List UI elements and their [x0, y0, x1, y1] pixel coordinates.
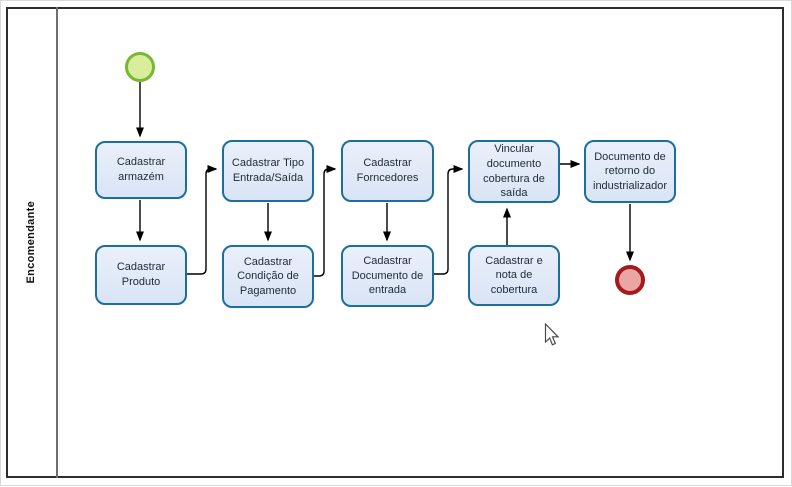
task-cadastrar-documento-entrada[interactable]: Cadastrar Documento de entrada: [341, 245, 434, 307]
task-cadastrar-tipo-entrada-saida[interactable]: Cadastrar Tipo Entrada/Saída: [222, 140, 314, 202]
task-label: Documento de retorno do industrializador: [593, 150, 667, 192]
task-vincular-documento-cobertura[interactable]: Vincular documento cobertura de saída: [468, 140, 560, 203]
task-cadastrar-forncedores[interactable]: Cadastrar Forncedores: [341, 140, 434, 202]
lane-label: Encomendante: [25, 201, 37, 284]
task-documento-retorno-industrializador[interactable]: Documento de retorno do industrializador: [584, 140, 676, 203]
task-label: Cadastrar Produto: [116, 261, 166, 288]
task-cadastrar-produto[interactable]: Cadastrar Produto: [95, 245, 187, 305]
task-label: Cadastrar Documento de entrada: [351, 255, 424, 297]
task-label: Cadastrar Condição de Pagamento: [237, 255, 299, 297]
task-label: Vincular documento cobertura de saída: [483, 143, 545, 200]
task-cadastrar-armazem[interactable]: Cadastrar armazém: [95, 141, 187, 199]
end-event[interactable]: [615, 265, 645, 295]
start-event[interactable]: [125, 52, 155, 82]
task-label: Cadastrar armazém: [116, 156, 166, 183]
task-label: Cadastrar Tipo Entrada/Saída: [231, 157, 305, 184]
task-label: Cadastrar e nota de cobertura: [485, 254, 543, 296]
task-cadastrar-nota-cobertura[interactable]: Cadastrar e nota de cobertura: [468, 245, 560, 306]
task-cadastrar-condicao-pagamento[interactable]: Cadastrar Condição de Pagamento: [222, 245, 314, 308]
lane-header[interactable]: Encomendante: [6, 7, 58, 478]
task-label: Cadastrar Forncedores: [356, 157, 419, 184]
process-pool[interactable]: [6, 7, 784, 478]
